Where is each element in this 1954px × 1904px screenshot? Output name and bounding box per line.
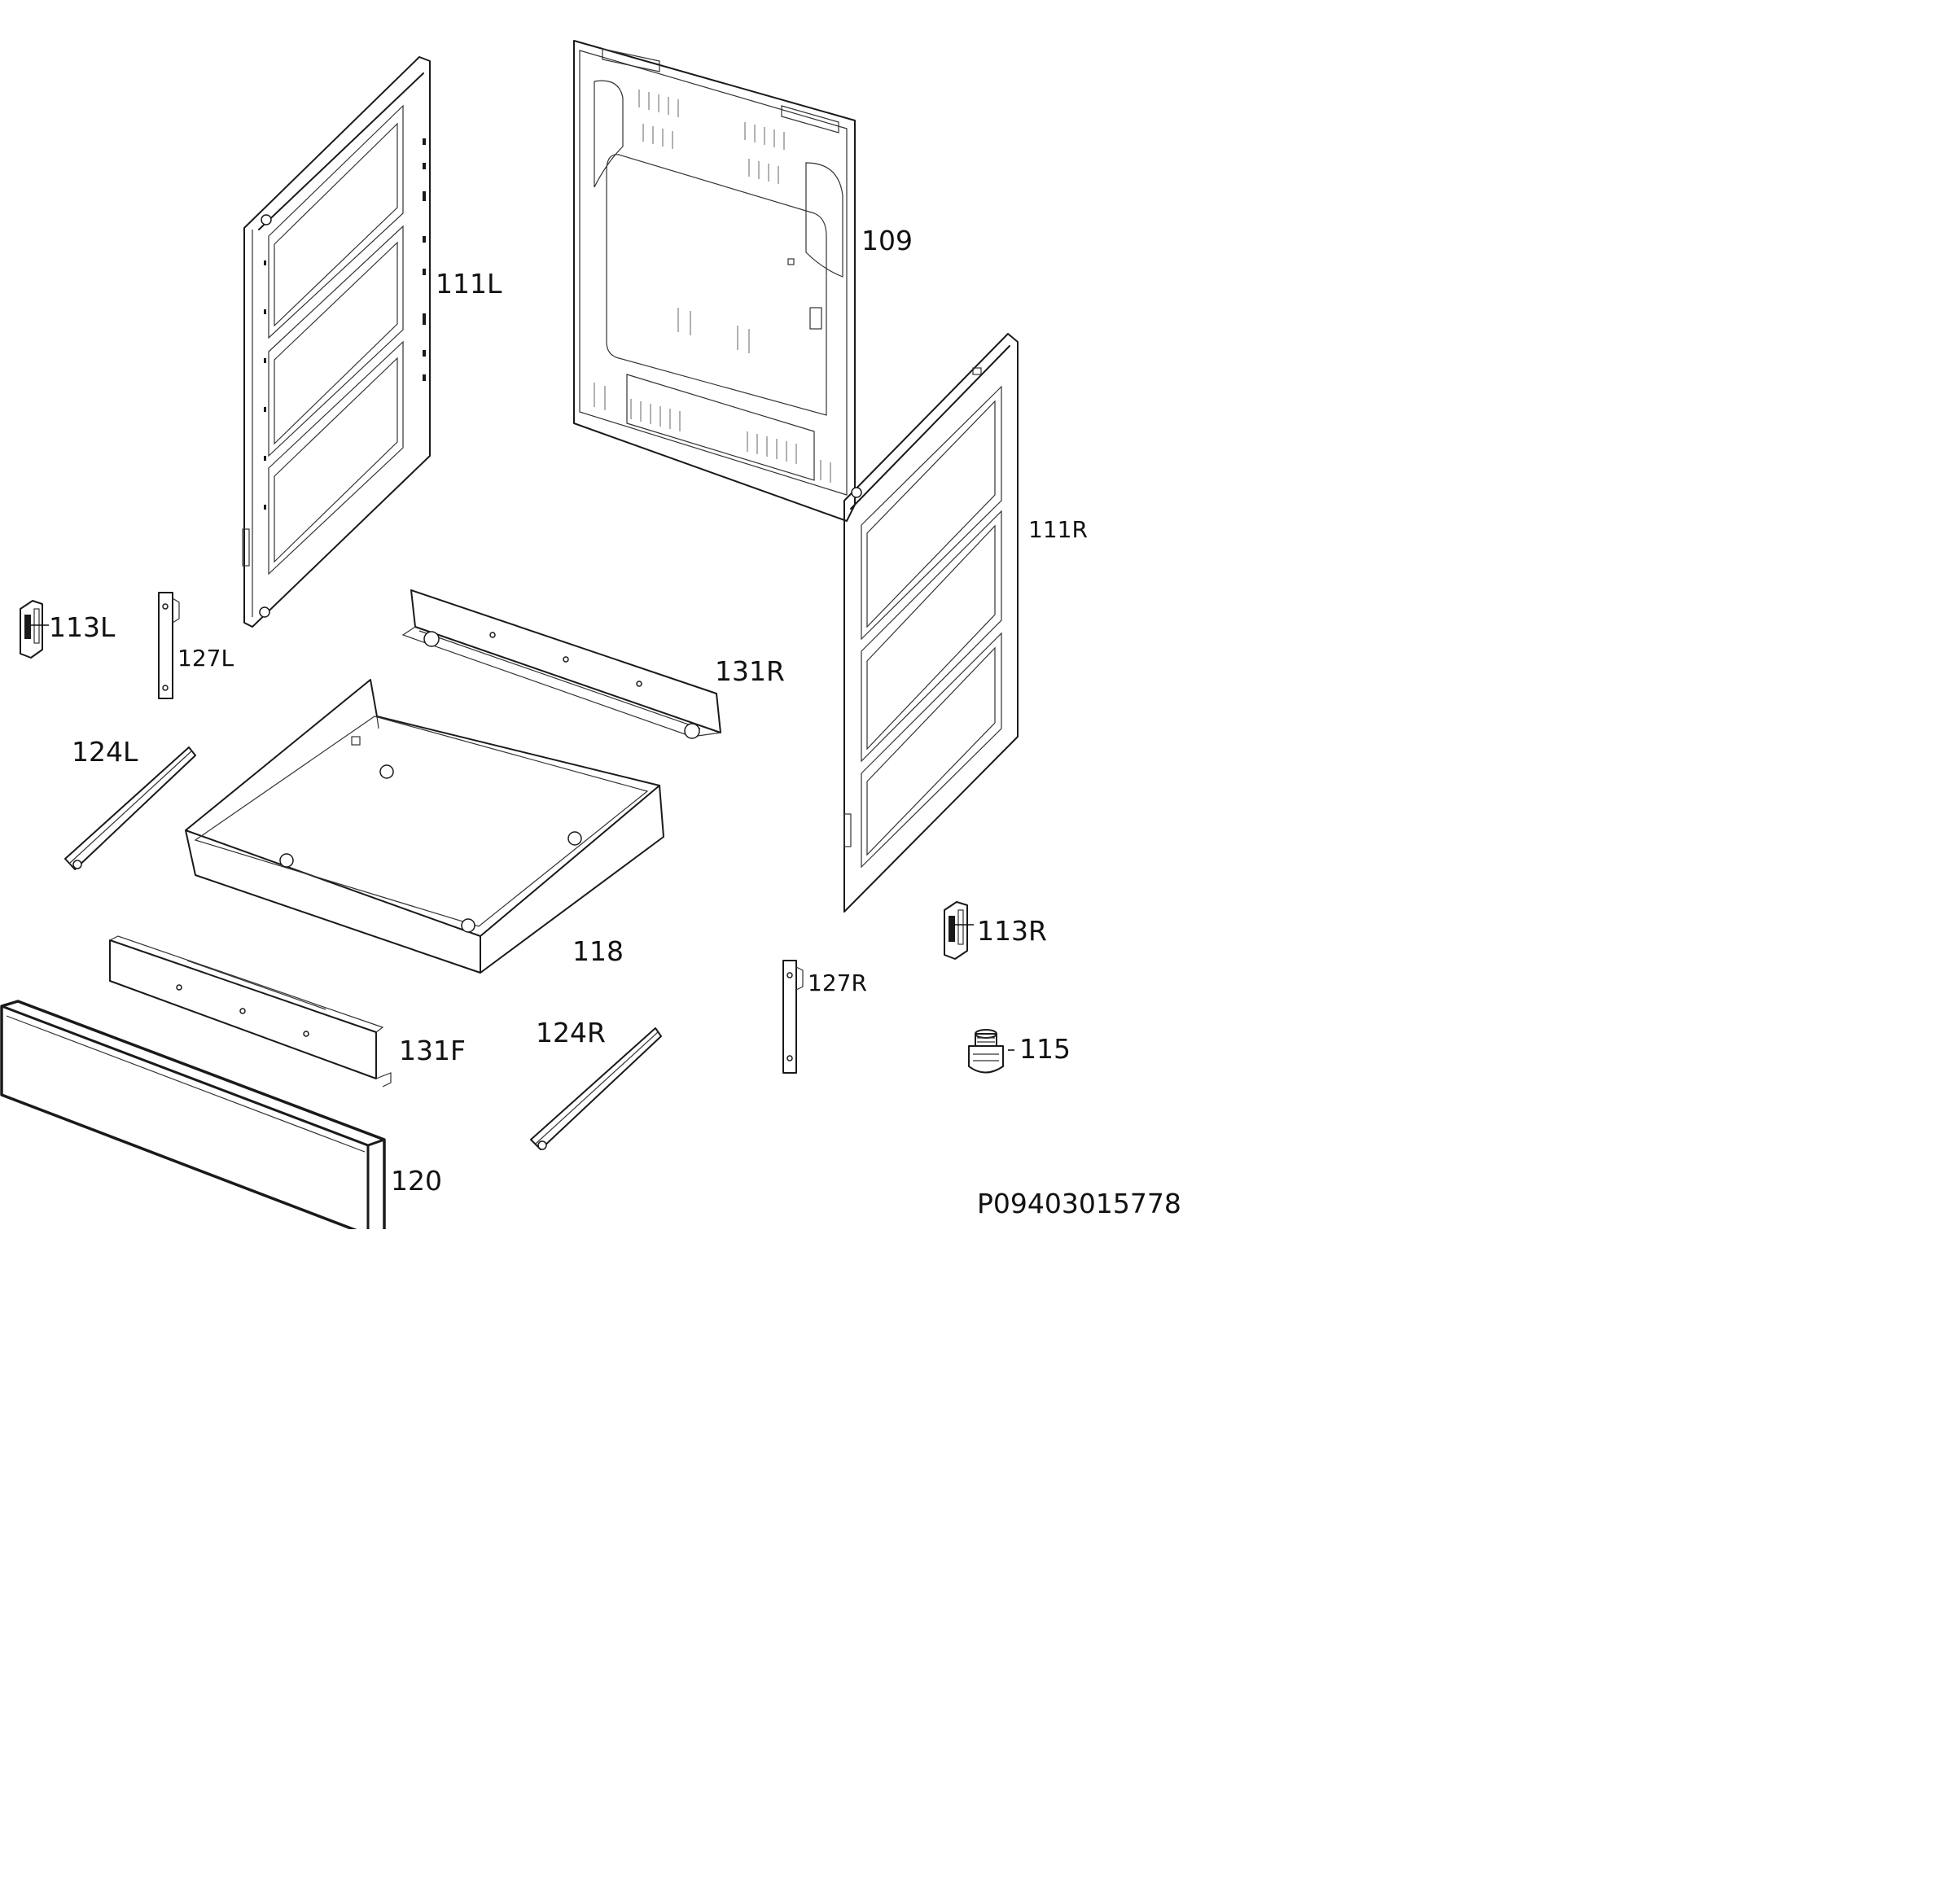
- part-111L-left-side-frame[interactable]: [242, 56, 431, 628]
- label-113L: 113L: [49, 611, 116, 643]
- part-131R-rear-rail[interactable]: [401, 589, 721, 739]
- label-131F: 131F: [399, 1035, 466, 1066]
- label-127R: 127R: [808, 970, 867, 996]
- label-124R: 124R: [536, 1017, 606, 1048]
- part-127R-side-strip[interactable]: [782, 960, 804, 1074]
- label-113R: 113R: [977, 915, 1047, 947]
- part-124L-drawer-slide[interactable]: [64, 746, 196, 870]
- label-111R: 111R: [1028, 516, 1088, 543]
- label-111L: 111L: [436, 268, 502, 300]
- label-115: 115: [1019, 1033, 1071, 1065]
- label-120: 120: [391, 1165, 442, 1197]
- part-127L-side-strip[interactable]: [158, 592, 180, 699]
- part-131F-front-rail[interactable]: [109, 935, 392, 1088]
- exploded-parts-diagram: 109 111L 111R 113L 127L 131R 124L 118 11…: [0, 40, 1181, 1229]
- part-109-back-panel[interactable]: [573, 40, 856, 522]
- part-113R-hinge-bracket[interactable]: [944, 901, 968, 960]
- label-131R: 131R: [715, 655, 785, 687]
- label-118: 118: [572, 935, 624, 967]
- part-118-drawer-tray[interactable]: [185, 679, 664, 974]
- label-127L: 127L: [177, 645, 234, 672]
- label-109: 109: [861, 225, 913, 256]
- callout-labels: 109 111L 111R 113L 127L 131R 124L 118 11…: [31, 225, 1181, 1219]
- part-115-adjustable-foot[interactable]: [968, 1029, 1004, 1074]
- drawing-code: P09403015778: [977, 1188, 1181, 1219]
- part-111R-right-side-frame[interactable]: [843, 333, 1019, 913]
- part-124R-drawer-slide[interactable]: [530, 1027, 662, 1150]
- label-124L: 124L: [72, 736, 138, 768]
- part-113L-hinge-bracket[interactable]: [20, 600, 43, 659]
- part-120-drawer-front[interactable]: [0, 1000, 386, 1229]
